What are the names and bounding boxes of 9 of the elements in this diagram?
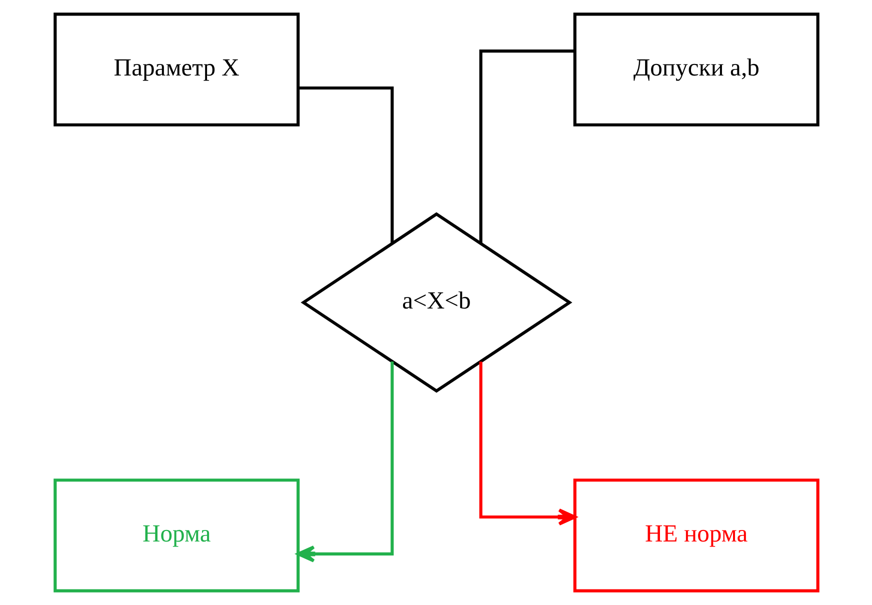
arrow [296,361,394,562]
node-diamond: a<X<b [300,212,572,393]
node-box: Допуски a,b [572,12,819,126]
node-box: НЕ норма [572,478,819,592]
node-box: Норма [53,478,300,592]
arrow [478,362,576,526]
connector [298,86,394,244]
node-box: Параметр X [53,12,300,126]
connector [478,50,574,244]
